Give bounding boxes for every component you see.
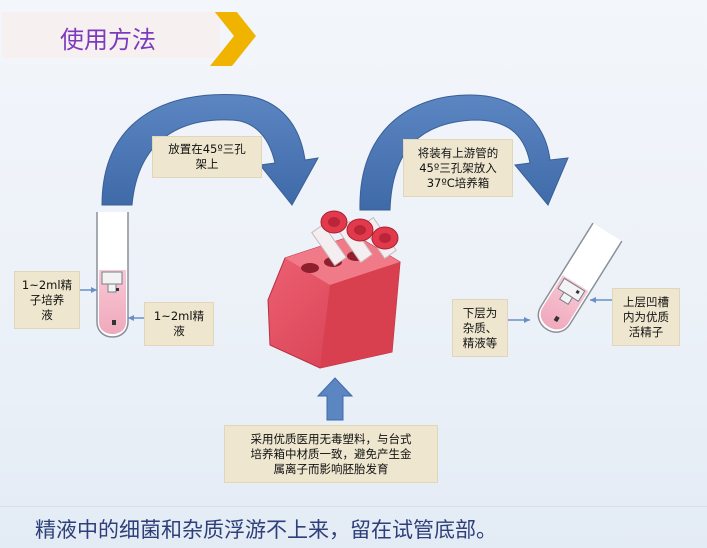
three-hole-rack	[267, 210, 401, 369]
pointer-arrows-left	[80, 287, 145, 321]
label-semen: 1~2ml精 液	[144, 302, 214, 346]
test-tube-right	[537, 222, 623, 333]
footer-caption: 精液中的细菌和杂质浮游不上来，留在试管底部。	[35, 518, 497, 542]
chevron-right-icon	[210, 12, 256, 66]
pointer-arrows-right	[508, 297, 612, 323]
up-arrow-icon	[316, 377, 354, 421]
title-background	[2, 12, 220, 58]
label-lower-layer: 下层为 杂质、 精液等	[452, 299, 508, 357]
label-culture-medium: 1~2ml精 子培养 液	[14, 271, 80, 329]
label-upper-layer: 上层凹槽 内为优质 活精子	[612, 288, 680, 346]
curved-arrow-right	[359, 94, 569, 211]
title-banner: 使用方法	[0, 12, 258, 66]
curved-arrow-left	[101, 93, 319, 206]
label-place-on-rack: 放置在45º三孔 架上	[152, 136, 262, 178]
label-put-in-incubator: 将装有上游管的 45º三孔架放入 37ºC培养箱	[403, 139, 513, 197]
label-material-note: 采用优质医用无毒塑料，与台式 培养箱中材质一致，避免产生金 属离子而影响胚胎发育	[224, 425, 438, 483]
page-title: 使用方法	[60, 26, 156, 54]
test-tube-left	[96, 212, 129, 338]
divider	[0, 506, 707, 507]
